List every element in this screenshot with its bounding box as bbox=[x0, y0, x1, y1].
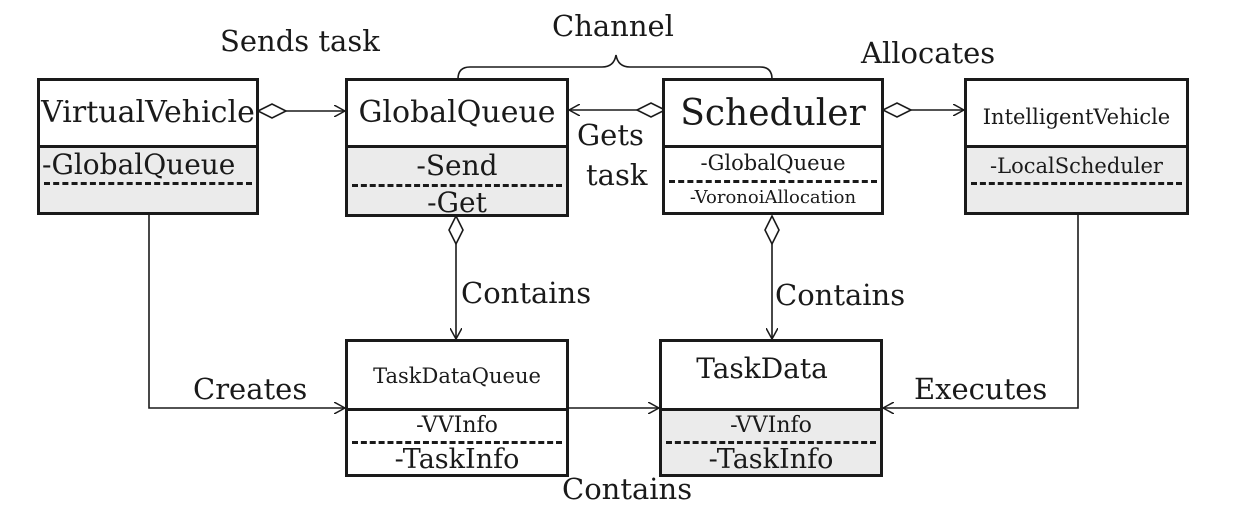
class-taskdataqueue: TaskDataQueue -VVInfo -TaskInfo bbox=[345, 339, 569, 477]
diamond-virtualvehicle bbox=[256, 103, 288, 119]
attribute: -LocalScheduler bbox=[990, 154, 1163, 178]
attribute: -VoronoiAllocation bbox=[689, 187, 857, 208]
divider bbox=[669, 180, 877, 183]
class-name: TaskData bbox=[696, 352, 828, 385]
label-allocates: Allocates bbox=[861, 36, 996, 70]
class-name: GlobalQueue bbox=[358, 95, 556, 130]
diamond-scheduler-right bbox=[881, 102, 913, 118]
attribute: -Send bbox=[416, 149, 498, 182]
class-intelligentvehicle: IntelligentVehicle -LocalScheduler bbox=[964, 78, 1189, 215]
attribute: -VVInfo bbox=[730, 413, 812, 438]
divider bbox=[352, 441, 562, 444]
attribute: -TaskInfo bbox=[708, 444, 834, 475]
label-gets: Gets bbox=[577, 118, 644, 152]
edge-creates bbox=[148, 214, 345, 408]
attribute: -GlobalQueue bbox=[700, 151, 846, 175]
edge-executes bbox=[883, 214, 1079, 408]
divider bbox=[44, 182, 252, 185]
diamond-gq-bottom bbox=[448, 214, 464, 246]
class-name: Scheduler bbox=[680, 93, 866, 134]
divider bbox=[666, 441, 876, 444]
attribute: -TaskInfo bbox=[394, 444, 520, 475]
label-contains-globalqueue: Contains bbox=[461, 276, 592, 310]
attribute-section: -VVInfo -TaskInfo bbox=[348, 408, 566, 475]
label-channel: Channel bbox=[552, 9, 674, 43]
label-contains-scheduler: Contains bbox=[775, 278, 906, 312]
attribute-section: -Send -Get bbox=[348, 145, 566, 219]
class-taskdata: TaskData -VVInfo -TaskInfo bbox=[659, 339, 883, 477]
label-sends-task: Sends task bbox=[220, 24, 380, 58]
channel-brace bbox=[457, 54, 773, 80]
diamond-sched-bottom bbox=[764, 214, 780, 246]
attribute: -GlobalQueue bbox=[42, 148, 236, 181]
class-name: TaskDataQueue bbox=[373, 364, 541, 388]
label-creates: Creates bbox=[193, 372, 308, 406]
class-name: VirtualVehicle bbox=[41, 95, 255, 130]
class-virtualvehicle: VirtualVehicle -GlobalQueue bbox=[37, 78, 259, 215]
attribute: -VVInfo bbox=[416, 413, 498, 438]
divider bbox=[352, 184, 562, 187]
divider bbox=[971, 182, 1182, 185]
label-executes: Executes bbox=[914, 372, 1048, 406]
class-name: IntelligentVehicle bbox=[982, 105, 1171, 129]
class-scheduler: Scheduler -GlobalQueue -VoronoiAllocatio… bbox=[662, 78, 884, 215]
class-globalqueue: GlobalQueue -Send -Get bbox=[345, 78, 569, 219]
attribute-section: -GlobalQueue -VoronoiAllocation bbox=[665, 145, 881, 212]
diamond-scheduler-left bbox=[635, 102, 667, 118]
label-task: task bbox=[586, 158, 648, 192]
label-contains-bottom: Contains bbox=[562, 472, 693, 506]
attribute: -Get bbox=[427, 186, 487, 219]
attribute-section: -LocalScheduler bbox=[967, 145, 1186, 212]
attribute-section: -GlobalQueue bbox=[40, 145, 256, 212]
attribute-section: -VVInfo -TaskInfo bbox=[662, 408, 880, 475]
